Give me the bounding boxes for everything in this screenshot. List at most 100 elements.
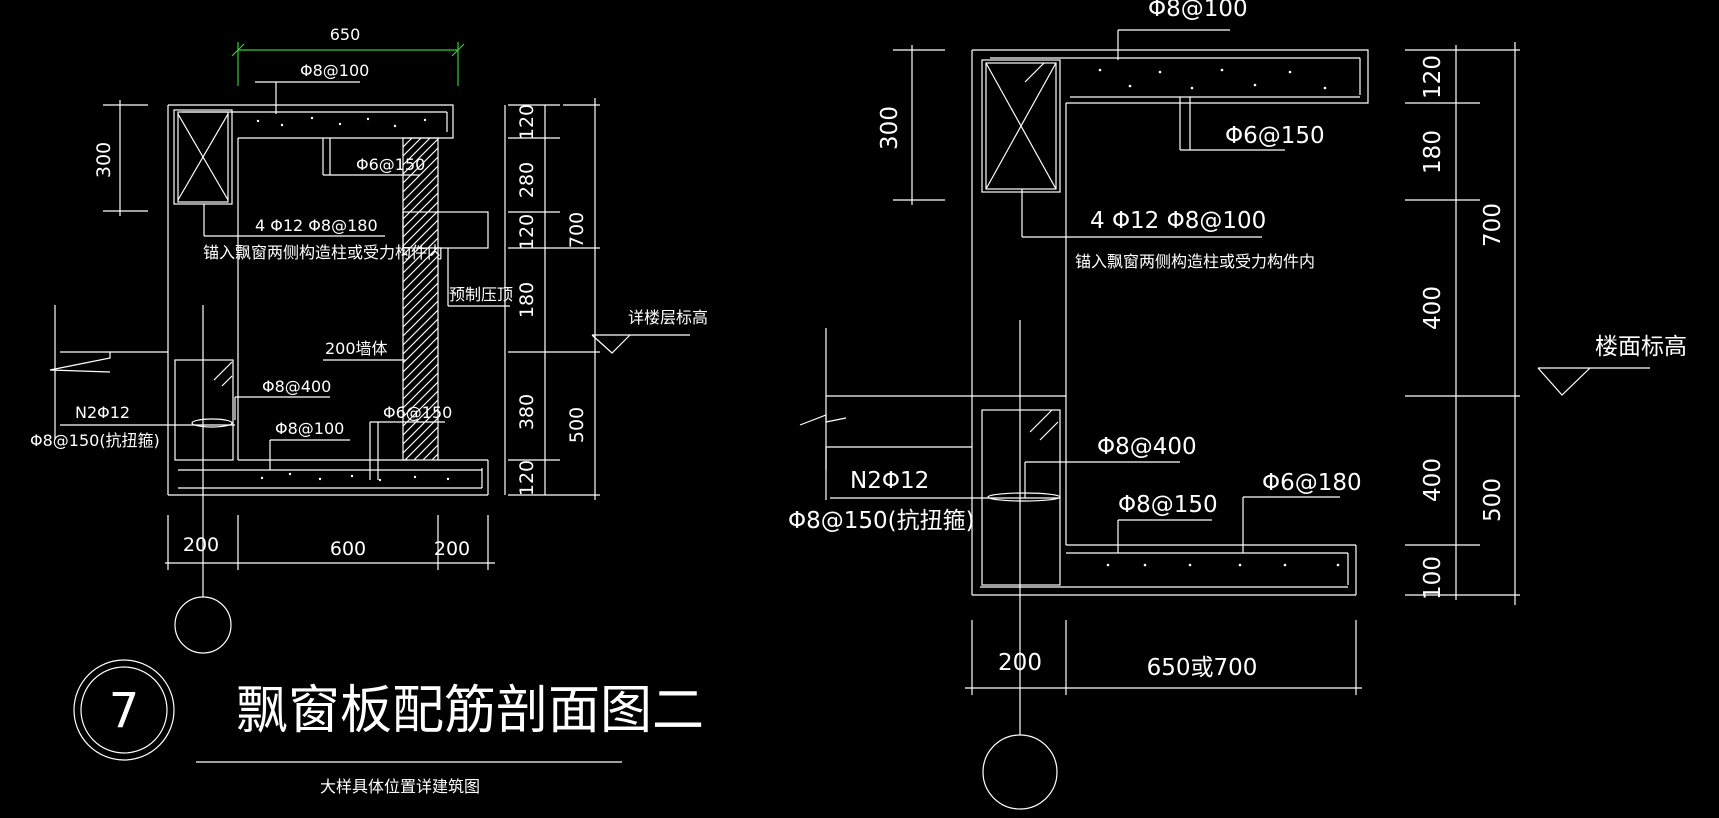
wall-hatch-line bbox=[402, 345, 439, 382]
right-dim-right-2: 400 bbox=[1420, 286, 1446, 330]
wall-hatch-line bbox=[402, 219, 439, 256]
left-section-drawing: 650 bbox=[30, 25, 708, 654]
left-dim-right-2: 120 bbox=[516, 214, 538, 250]
left-labels: Φ8@100 Φ6@150 4 Φ12 Φ8@180 锚入飘窗两侧构造柱或受力构… bbox=[30, 61, 708, 480]
wall-hatch-line bbox=[402, 372, 439, 409]
right-dim-right-4: 100 bbox=[1420, 556, 1446, 600]
wall-hatch-line bbox=[402, 137, 422, 157]
left-right-dimensions: 120 280 120 180 380 120 700 500 bbox=[504, 98, 600, 500]
wall-hatch-line bbox=[402, 255, 439, 292]
left-rebar-corner: 4 Φ12 Φ8@180 bbox=[255, 216, 378, 235]
wall-hatch-line bbox=[402, 363, 439, 400]
wall-hatch-line bbox=[402, 399, 439, 436]
wall-hatch-line bbox=[402, 174, 439, 211]
wall-hatch-line bbox=[402, 192, 439, 229]
left-dim-total-500: 500 bbox=[566, 407, 588, 443]
right-dim-right-0: 120 bbox=[1420, 55, 1446, 99]
left-dim-right-1: 280 bbox=[516, 162, 538, 198]
left-rebar-dots bbox=[256, 116, 450, 482]
wall-hatch-line bbox=[402, 390, 439, 427]
wall-hatch-line bbox=[402, 318, 439, 355]
left-section-outline bbox=[167, 104, 489, 496]
right-dim-total-500: 500 bbox=[1480, 478, 1506, 522]
wall-hatch-line bbox=[402, 228, 439, 265]
wall-hatch-line bbox=[402, 237, 439, 274]
left-hatched-wall bbox=[402, 137, 489, 461]
left-note-wall: 200墙体 bbox=[325, 339, 388, 358]
wall-hatch-line bbox=[402, 246, 439, 283]
right-rebar-top: Φ8@100 bbox=[1148, 0, 1248, 22]
left-rebar-bottom: Φ8@100 bbox=[275, 419, 344, 438]
wall-hatch-line bbox=[402, 147, 439, 184]
wall-hatch-line bbox=[402, 201, 439, 238]
left-rebar-top: Φ8@100 bbox=[300, 61, 369, 80]
right-dim-right-3: 400 bbox=[1420, 458, 1446, 502]
left-rebar-400: Φ8@400 bbox=[262, 377, 331, 396]
wall-hatch-line bbox=[402, 137, 431, 166]
right-dim-right-1: 180 bbox=[1420, 130, 1446, 174]
wall-hatch-line bbox=[422, 444, 439, 461]
right-section-drawing: 300 Φ8@100 Φ6@150 4 Φ12 Φ8@100 锚入飘窗两侧构造柱… bbox=[788, 0, 1687, 810]
wall-hatch-line bbox=[402, 336, 439, 373]
wall-hatch-line bbox=[402, 309, 439, 346]
right-note-anchor: 锚入飘窗两侧构造柱或受力构件内 bbox=[1075, 252, 1315, 271]
right-rebar-bottom: Φ8@150 bbox=[1118, 492, 1218, 518]
wall-hatch-line bbox=[402, 408, 439, 445]
left-dim-right-0: 120 bbox=[516, 104, 538, 140]
wall-hatch-line bbox=[402, 264, 439, 301]
left-note-anchor: 锚入飘窗两侧构造柱或受力构件内 bbox=[203, 243, 443, 262]
right-dim-total-700: 700 bbox=[1480, 203, 1506, 247]
wall-hatch-line bbox=[402, 354, 439, 391]
left-dim-300-group: 300 bbox=[93, 100, 148, 216]
wall-hatch-line bbox=[402, 165, 439, 202]
right-bottom-dimensions: 200 650或700 bbox=[965, 320, 1362, 810]
left-dim-bottom-0: 200 bbox=[183, 534, 219, 556]
left-note-floor: 详楼层标高 bbox=[628, 308, 708, 327]
right-rebar-bottom2: Φ6@180 bbox=[1262, 470, 1362, 496]
left-rebar-inner: Φ6@150 bbox=[356, 155, 425, 174]
left-bottom-dimensions: 200 600 200 bbox=[165, 305, 495, 654]
right-rebar-n2: N2Φ12 bbox=[850, 468, 929, 494]
detail-title: 飘窗板配筋剖面图二 bbox=[236, 681, 704, 741]
wall-hatch-line bbox=[431, 453, 439, 461]
wall-hatch-line bbox=[402, 156, 439, 193]
right-rebar-corner: 4 Φ12 Φ8@100 bbox=[1090, 208, 1266, 234]
wall-hatch-line bbox=[402, 291, 439, 328]
right-rebar-400: Φ8@400 bbox=[1097, 434, 1197, 460]
wall-hatch-line bbox=[402, 282, 439, 319]
right-dim-300: 300 bbox=[877, 106, 903, 150]
right-rebar-inner: Φ6@150 bbox=[1225, 123, 1325, 149]
left-dim-total-700: 700 bbox=[566, 212, 588, 248]
right-right-dimensions: 120 180 400 400 100 700 500 bbox=[1405, 42, 1520, 605]
right-rebar-dots bbox=[1098, 68, 1340, 567]
detail-subtitle: 大样具体位置详建筑图 bbox=[320, 777, 480, 796]
left-dim-right-4: 380 bbox=[516, 394, 538, 430]
left-dim-bottom-1: 600 bbox=[330, 538, 366, 560]
wall-hatch-line bbox=[404, 426, 439, 461]
wall-hatch-line bbox=[402, 138, 439, 175]
left-dim-bottom-2: 200 bbox=[434, 538, 470, 560]
right-dim-300-group: 300 bbox=[877, 45, 945, 205]
left-note-precast: 预制压顶 bbox=[449, 285, 513, 304]
wall-hatch-line bbox=[402, 137, 413, 148]
left-dim-right-5: 120 bbox=[516, 460, 538, 496]
left-dim-right-3: 180 bbox=[516, 282, 538, 318]
left-dim-300: 300 bbox=[93, 142, 115, 178]
wall-hatch-line bbox=[402, 183, 439, 220]
title-block: 7 飘窗板配筋剖面图二 大样具体位置详建筑图 bbox=[73, 659, 704, 796]
left-top-dimension: 650 bbox=[231, 25, 465, 86]
right-dim-bottom-1: 650或700 bbox=[1147, 655, 1258, 681]
detail-number: 7 bbox=[109, 683, 140, 739]
left-rebar-stirrup: Φ8@150(抗扭箍) bbox=[30, 431, 160, 450]
right-labels: Φ8@100 Φ6@150 4 Φ12 Φ8@100 锚入飘窗两侧构造柱或受力构… bbox=[788, 0, 1687, 553]
wall-hatch-line bbox=[402, 300, 439, 337]
left-dim-650: 650 bbox=[330, 25, 361, 44]
wall-hatch-line bbox=[402, 327, 439, 364]
wall-hatch-line bbox=[413, 435, 439, 461]
wall-hatch-line bbox=[402, 417, 439, 454]
left-rebar-bottom2: Φ6@150 bbox=[383, 403, 452, 422]
wall-hatch-line bbox=[402, 273, 439, 310]
right-note-floor: 楼面标高 bbox=[1595, 334, 1687, 360]
wall-hatch-line bbox=[402, 381, 439, 418]
